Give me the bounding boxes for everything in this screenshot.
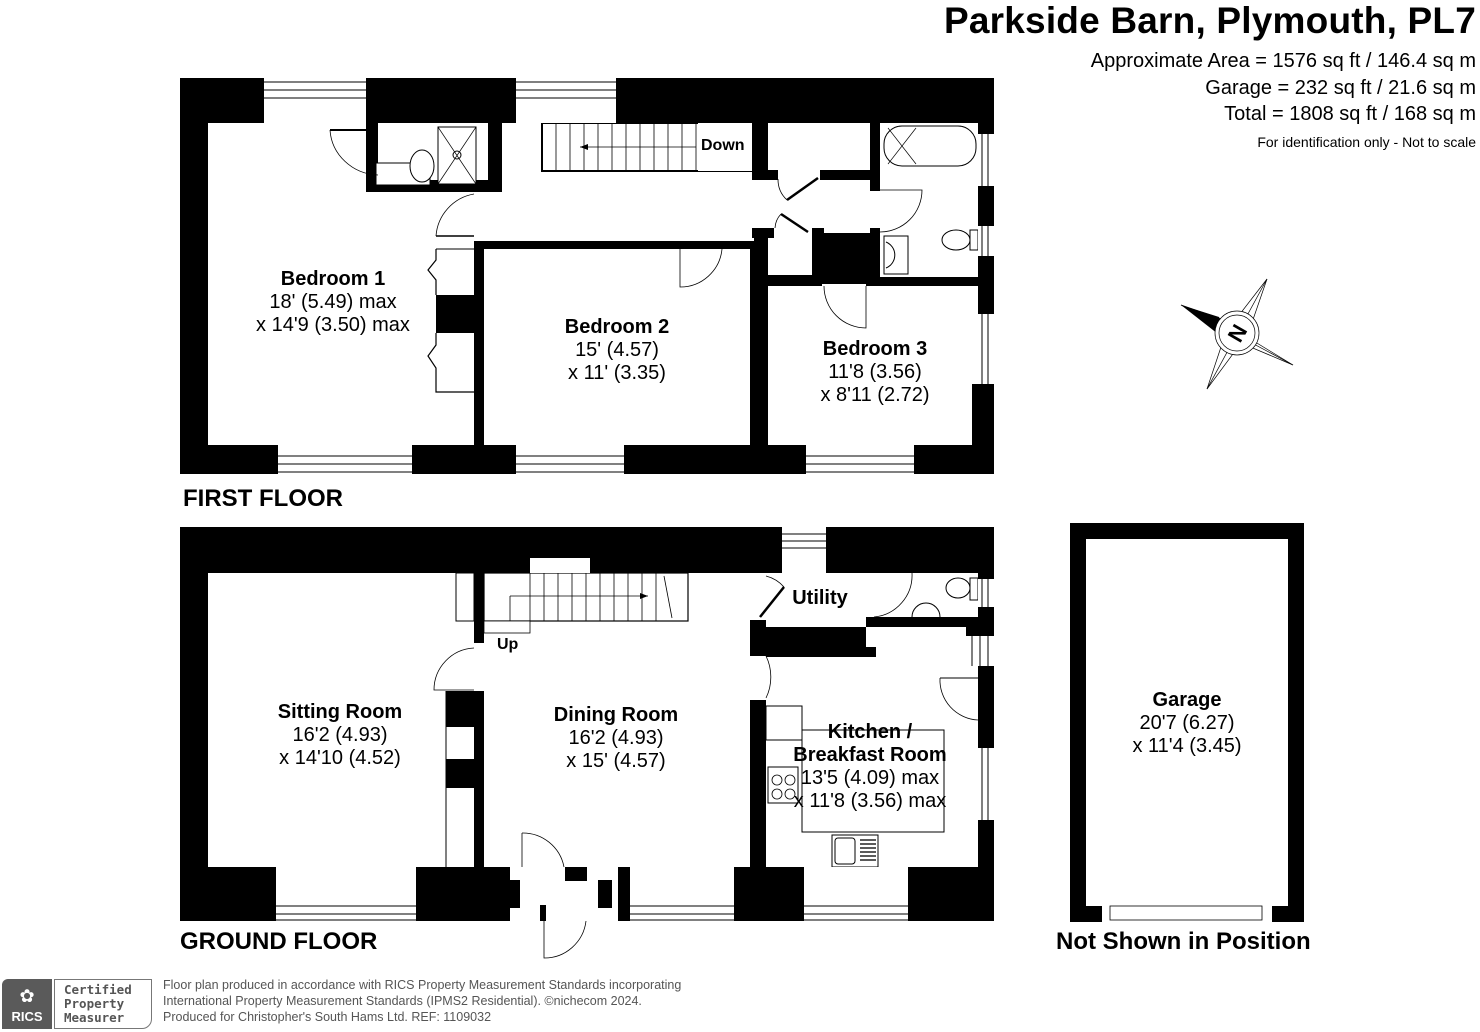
ground-floor-plan	[180, 527, 994, 959]
room-dimension-1: 16'2 (4.93)	[292, 724, 388, 746]
room-dimension-2: x 14'10 (4.52)	[279, 747, 401, 769]
stairs-up-label: Up	[497, 636, 519, 653]
room-dimension-2: x 14'9 (3.50) max	[256, 314, 410, 336]
first-floor-plan	[180, 78, 994, 474]
room-name: Sitting Room	[277, 701, 403, 723]
rics-lion-icon: ✿	[19, 986, 35, 1006]
footer-disclaimer: Floor plan produced in accordance with R…	[163, 977, 681, 1025]
rics-wordmark: RICS	[11, 1009, 43, 1024]
room-name: Bedroom 2	[564, 316, 670, 338]
total-area: Total = 1808 sq ft / 168 sq m	[1224, 103, 1476, 125]
room-dimension-2: x 11'4 (3.45)	[1132, 735, 1242, 757]
room-name: Bedroom 3	[822, 338, 928, 360]
ground-floor-label: GROUND FLOOR	[180, 928, 378, 955]
room-name: Kitchen /	[827, 721, 913, 743]
room-dimension-1: 16'2 (4.93)	[568, 727, 664, 749]
room-dimension-1: 13'5 (4.09) max	[800, 767, 940, 789]
room-dimension-1: 20'7 (6.27)	[1139, 712, 1235, 734]
property-title: Parkside Barn, Plymouth, PL7	[944, 0, 1476, 41]
room-dimension-2: x 11' (3.35)	[568, 362, 666, 384]
certified-measurer-label: Certified Property Measurer	[54, 979, 152, 1029]
room-dimension-1: 15' (4.57)	[575, 339, 659, 361]
footer-line-3: Produced for Christopher's South Hams Lt…	[163, 1010, 492, 1024]
garage-area: Garage = 232 sq ft / 21.6 sq m	[1205, 77, 1476, 99]
room-name: Dining Room	[553, 704, 679, 726]
room-dimension-1: 18' (5.49) max	[269, 291, 397, 313]
room-utility: Utility	[770, 587, 870, 610]
garage-position-note: Not Shown in Position	[1056, 928, 1311, 955]
room-sitting-room: Sitting Room 16'2 (4.93) x 14'10 (4.52)	[240, 701, 440, 770]
first-floor-label: FIRST FLOOR	[183, 485, 343, 512]
room-dimension-2: x 11'8 (3.56) max	[793, 790, 947, 812]
badge-line-2: Property	[64, 996, 125, 1011]
room-bedroom-1: Bedroom 1 18' (5.49) max x 14'9 (3.50) m…	[233, 268, 433, 337]
room-name: Bedroom 1	[280, 268, 386, 290]
room-name-line-2: Breakfast Room	[793, 744, 947, 766]
footer-line-1: Floor plan produced in accordance with R…	[163, 978, 682, 992]
garage-plan	[1070, 523, 1304, 922]
compass-north-icon: N	[1180, 278, 1294, 390]
room-bedroom-3: Bedroom 3 11'8 (3.56) x 8'11 (2.72)	[775, 338, 975, 407]
badge-line-1: Certified	[64, 982, 132, 997]
footer-line-2: International Property Measurement Stand…	[163, 994, 642, 1008]
room-dimension-2: x 8'11 (2.72)	[820, 384, 930, 406]
room-dimension-1: 11'8 (3.56)	[828, 361, 922, 383]
room-dining-room: Dining Room 16'2 (4.93) x 15' (4.57)	[516, 704, 716, 773]
room-garage: Garage 20'7 (6.27) x 11'4 (3.45)	[1087, 689, 1287, 758]
approximate-area: Approximate Area = 1576 sq ft / 146.4 sq…	[1090, 50, 1476, 72]
stairs-down-label: Down	[701, 137, 745, 154]
room-name: Utility	[792, 587, 848, 609]
room-name: Garage	[1152, 689, 1222, 711]
room-dimension-2: x 15' (4.57)	[566, 750, 666, 772]
room-kitchen-breakfast: Kitchen / Breakfast Room 13'5 (4.09) max…	[760, 721, 980, 813]
room-bedroom-2: Bedroom 2 15' (4.57) x 11' (3.35)	[517, 316, 717, 385]
rics-certified-badge: ✿ RICS Certified Property Measurer	[2, 979, 152, 1029]
rics-logo: ✿ RICS	[2, 979, 52, 1029]
scale-disclaimer: For identification only - Not to scale	[1257, 134, 1476, 150]
badge-line-3: Measurer	[64, 1010, 125, 1025]
